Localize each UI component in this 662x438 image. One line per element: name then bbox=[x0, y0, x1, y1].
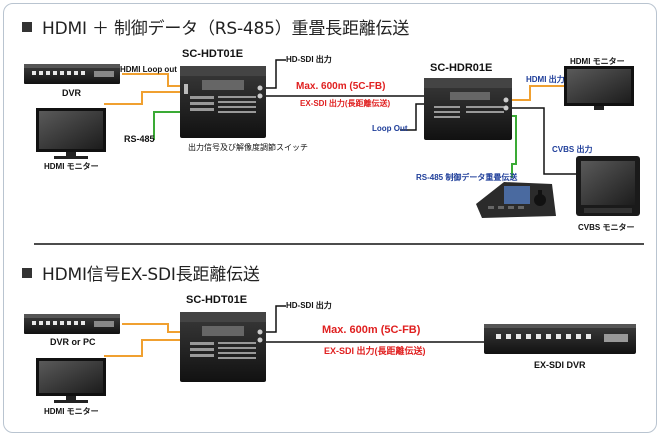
monitor-icon bbox=[36, 108, 106, 159]
rs485-cable bbox=[153, 111, 180, 140]
loop-out-cable bbox=[400, 103, 424, 131]
monitor-icon bbox=[36, 358, 106, 403]
ex-sdi-out-label: EX-SDI 出力(長距離伝送) bbox=[300, 99, 391, 108]
loop-out-label: Loop Out bbox=[372, 124, 408, 133]
hdmi-out-label: HDMI 出力 bbox=[526, 75, 565, 84]
rs485-control-label: RS-485 制御データ重畳伝送 bbox=[416, 173, 518, 182]
ex-sdi-dvr-label: EX-SDI DVR bbox=[534, 360, 586, 370]
hdmi-monitor-left-cable bbox=[104, 91, 180, 105]
max-distance-label: Max. 600m (5C-FB) bbox=[296, 81, 386, 92]
bullet-square-icon bbox=[22, 22, 32, 32]
sc-hdt01e-label: SC-HDT01E bbox=[182, 48, 244, 60]
hdmi-monitor-label-2: HDMI モニター bbox=[44, 407, 99, 416]
hdmi-loop-cable bbox=[122, 73, 180, 87]
hdmi-monitor-left-label: HDMI モニター bbox=[44, 162, 99, 171]
hdmi-dvr-cable bbox=[122, 323, 180, 333]
rs485-controller-cable bbox=[511, 115, 517, 178]
hd-sdi-cable-2 bbox=[266, 305, 286, 333]
dvr-recorder-icon bbox=[24, 314, 120, 334]
section1-title: HDMI ＋ 制御データ（RS-485）重畳長距離伝送 bbox=[22, 14, 409, 39]
hdmi-monitor-right-label: HDMI モニター bbox=[570, 57, 625, 66]
section2-title-text: HDMI信号EX-SDI長距離伝送 bbox=[42, 265, 260, 285]
hd-sdi-out-label-2: HD-SDI 出力 bbox=[286, 301, 332, 310]
sc-hdt01e-device-icon bbox=[180, 66, 266, 138]
sc-hdt01e-label-2: SC-HDT01E bbox=[186, 294, 248, 306]
section1-title-text: HDMI ＋ 制御データ（RS-485）重畳長距離伝送 bbox=[42, 19, 410, 39]
monitor-icon bbox=[564, 66, 634, 110]
ex-sdi-out-label-2: EX-SDI 出力(長距離伝送) bbox=[324, 346, 426, 356]
ptz-controller-icon bbox=[476, 182, 556, 218]
section2-title: HDMI信号EX-SDI長距離伝送 bbox=[22, 260, 260, 285]
hd-sdi-cable bbox=[266, 59, 286, 89]
rs485-label: RS-485 bbox=[124, 134, 155, 144]
cvbs-out-label: CVBS 出力 bbox=[552, 145, 593, 154]
sc-hdt01e-device-icon bbox=[180, 312, 266, 382]
hdmi-out-right-cable bbox=[512, 85, 564, 101]
cvbs-cable bbox=[512, 107, 584, 175]
monitor-icon bbox=[576, 156, 640, 216]
bullet-square-icon bbox=[22, 268, 32, 278]
diagram-canvas bbox=[24, 59, 644, 403]
hdmi-monitor-cable bbox=[104, 339, 180, 357]
dvr-or-pc-label: DVR or PC bbox=[50, 337, 96, 347]
section1-cables bbox=[104, 59, 584, 178]
dvr-label: DVR bbox=[62, 88, 82, 98]
dvr-icon bbox=[24, 64, 120, 84]
sc-hdr01e-label: SC-HDR01E bbox=[430, 62, 493, 74]
hd-sdi-out-label: HD-SDI 出力 bbox=[286, 55, 332, 64]
hdmi-loop-out-label: HDMI Loop out bbox=[120, 65, 177, 74]
sc-hdr01e-device-icon bbox=[424, 78, 512, 140]
diagram-frame: HDMI ＋ 制御データ（RS-485）重畳長距離伝送 SC-HDT01E SC… bbox=[3, 3, 657, 433]
cvbs-monitor-label: CVBS モニター bbox=[578, 223, 635, 232]
switch-caption: 出力信号及び解像度調節スイッチ bbox=[188, 143, 308, 152]
ex-sdi-dvr-icon bbox=[484, 324, 636, 354]
max-distance-label-2: Max. 600m (5C-FB) bbox=[322, 324, 421, 336]
section2-cables bbox=[104, 305, 484, 357]
